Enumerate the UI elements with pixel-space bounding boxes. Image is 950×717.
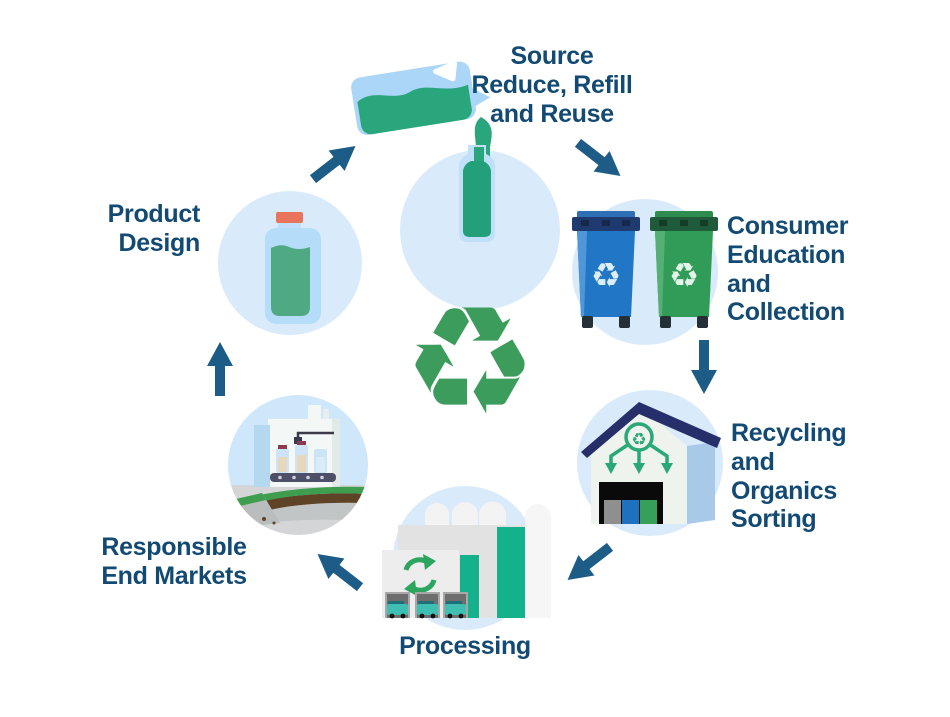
- product-bottle-illustration: [265, 212, 321, 324]
- arrow-processing-to-end-markets: [307, 542, 368, 599]
- processing-stage-label: Processing: [399, 632, 531, 660]
- bottle-cap: [276, 212, 303, 223]
- green-bin: ♻: [650, 211, 718, 328]
- recycling-symbol: ♻: [402, 275, 538, 449]
- sorting-arrows: [609, 442, 669, 464]
- sorting-facility-illustration: ♻: [581, 402, 721, 524]
- arrow-sorting-to-processing: [557, 536, 618, 593]
- product-design-stage-label: Product Design: [107, 200, 201, 257]
- arrow-source-to-consumer: [569, 132, 630, 189]
- refill-jug-bottle-illustration: [351, 60, 495, 242]
- arrow-consumer-to-sorting: [690, 340, 718, 396]
- end-markets-stage-label: Responsible End Markets: [101, 533, 247, 590]
- arrow-end-markets-to-product-design: [206, 340, 234, 396]
- processing-plant-illustration: [382, 501, 551, 619]
- loading-docks: [385, 592, 468, 619]
- end-markets-illustration: [228, 395, 368, 535]
- recycle-icon: ♻: [631, 430, 646, 450]
- recycle-icon: ♻: [669, 256, 699, 296]
- source-stage-label: Source Reduce, Refill and Reuse: [471, 42, 633, 128]
- bottles-on-conveyor: [276, 441, 327, 473]
- roof: [581, 402, 721, 458]
- consumer-stage-label: Consumer Education and Collection: [727, 212, 849, 327]
- recycle-icon: ♻: [591, 256, 621, 296]
- blue-bin: ♻: [572, 211, 640, 328]
- sorting-stage-label: Recycling and Organics Sorting: [731, 419, 847, 534]
- recycling-bins-illustration: ♻ ♻: [572, 211, 718, 328]
- conveyor-belt: [270, 473, 336, 482]
- circular-arrows-icon: [403, 554, 437, 596]
- arrow-product-design-to-source: [304, 134, 365, 191]
